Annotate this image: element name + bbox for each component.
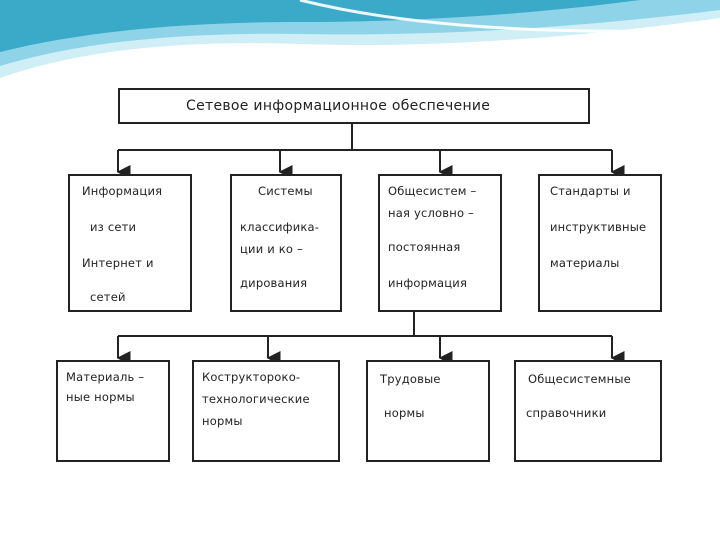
box-line: Системы	[258, 184, 313, 198]
box-line: Коструктороко-	[202, 370, 301, 384]
box-tech-norms: Коструктороко- технологические нормы	[192, 360, 340, 462]
box-line: справочники	[526, 406, 607, 420]
box-line: Стандарты и	[550, 184, 631, 198]
box-system-constant-info: Общесистем – ная условно – постоянная ин…	[378, 174, 502, 312]
header-swoosh-decoration	[0, 0, 720, 78]
box-line: Общесистем –	[388, 184, 477, 198]
root-box: Сетевое информационное обеспечение	[118, 88, 590, 124]
box-line: Трудовые	[380, 372, 441, 386]
box-labor-norms: Трудовые нормы	[366, 360, 490, 462]
box-line: Информация	[82, 184, 163, 198]
box-line: материалы	[550, 256, 620, 270]
box-line: классифика-	[240, 220, 320, 234]
box-line: из сети	[90, 220, 137, 234]
box-line: постоянная	[388, 240, 461, 254]
box-line: ные нормы	[66, 390, 135, 404]
box-line: дирования	[240, 276, 308, 290]
box-classification-systems: Системы классифика- ции и ко – дирования	[230, 174, 342, 312]
box-line: Общесистемные	[528, 372, 631, 386]
root-label: Сетевое информационное обеспечение	[186, 98, 491, 114]
box-line: сетей	[90, 290, 126, 304]
box-line: инструктивные	[550, 220, 647, 234]
box-line: ции и ко –	[240, 242, 303, 256]
box-reference-books: Общесистемные справочники	[514, 360, 662, 462]
box-line: технологические	[202, 392, 310, 406]
box-material-norms: Материаль – ные нормы	[56, 360, 170, 462]
box-line: нормы	[384, 406, 425, 420]
box-line: Интернет и	[82, 256, 154, 270]
box-line: нормы	[202, 414, 243, 428]
box-line: ная условно –	[388, 206, 474, 220]
box-standards: Стандарты и инструктивные материалы	[538, 174, 662, 312]
box-internet-info: Информация из сети Интернет и сетей	[68, 174, 192, 312]
box-line: информация	[388, 276, 468, 290]
box-line: Материаль –	[66, 370, 145, 384]
